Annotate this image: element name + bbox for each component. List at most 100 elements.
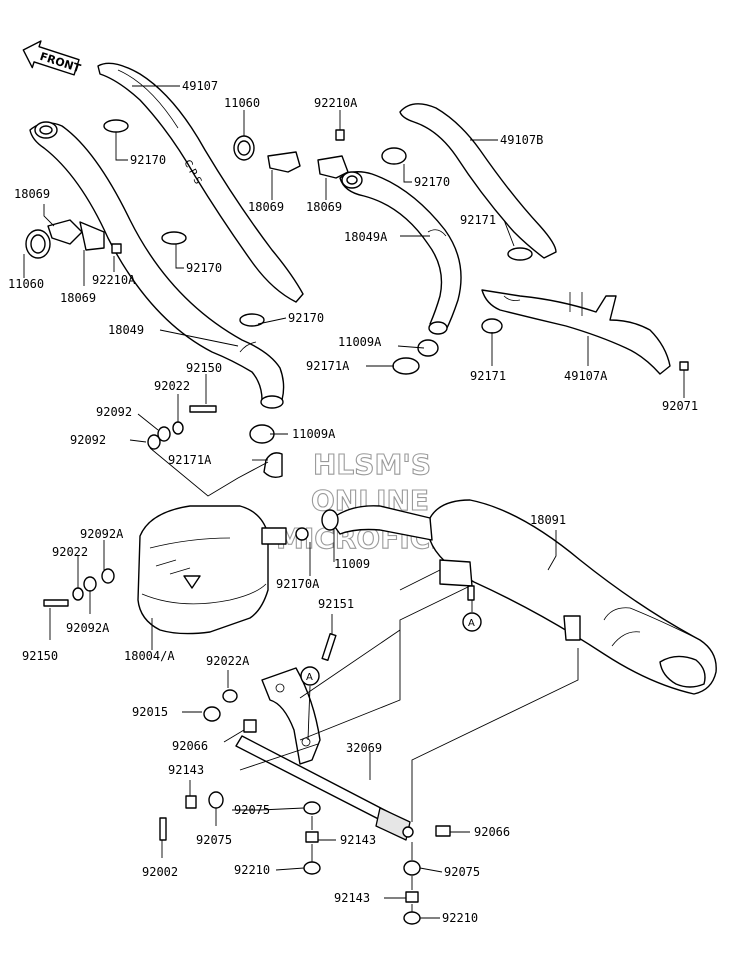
- leader-lines: [23, 85, 685, 919]
- clamp-92170-b: [161, 231, 187, 245]
- callout-92092-b: 92092: [70, 433, 106, 447]
- flange-18069-left2: [79, 221, 105, 251]
- bolt-92002: [159, 817, 167, 841]
- ref-mark-a-lower: A: [462, 612, 482, 632]
- clamp-92171A-mid: [263, 452, 283, 479]
- callout-labels: 49107 11060 92210A 49107B 92170 18069 18…: [8, 79, 698, 925]
- clamp-92171A-top: [392, 357, 420, 375]
- gasket-11009: [321, 509, 339, 531]
- watermark-line-1: HLSM'S: [313, 448, 431, 481]
- callout-92170A: 92170A: [276, 577, 320, 591]
- bolt-92151: [321, 633, 337, 661]
- hardware-parts: [25, 119, 689, 925]
- clamp-92171-top: [507, 247, 533, 261]
- nut-92210A-left: [111, 243, 122, 254]
- callout-92171A-mid: 92171A: [168, 453, 212, 467]
- grommet-92092A-a: [101, 568, 115, 584]
- ref-mark-a-upper-label: A: [306, 672, 313, 683]
- callout-92143-b: 92143: [340, 833, 376, 847]
- callout-92170-b: 92170: [186, 261, 222, 275]
- grommet-92075-mid: [303, 801, 321, 815]
- callout-92092A-a: 92092A: [80, 527, 124, 541]
- callout-92075-right: 92075: [444, 865, 480, 879]
- callout-32069: 32069: [346, 741, 382, 755]
- callout-92150-left: 92150: [22, 649, 58, 663]
- callout-92066-left: 92066: [172, 739, 208, 753]
- bolt-muffler-mount: [467, 585, 475, 601]
- callout-92143-c: 92143: [334, 891, 370, 905]
- nut-92210A-top: [335, 129, 345, 141]
- callout-11060-top: 11060: [224, 96, 260, 110]
- clamp-92171: [481, 318, 503, 334]
- callout-49107: 49107: [182, 79, 218, 93]
- silencer-18004A[interactable]: [137, 505, 287, 635]
- callout-18069-b: 18069: [306, 200, 342, 214]
- collar-92143-c: [405, 891, 419, 903]
- washer-92022-top: [172, 421, 184, 435]
- nut-92210-b: [403, 911, 421, 925]
- callout-92210-b: 92210: [442, 911, 478, 925]
- callout-11009A-top: 11009A: [338, 335, 382, 349]
- callout-92143-a: 92143: [168, 763, 204, 777]
- callout-92066-right: 92066: [474, 825, 510, 839]
- callout-92015: 92015: [132, 705, 168, 719]
- ref-mark-a-lower-label: A: [468, 618, 475, 629]
- grommet-92075-left: [208, 791, 224, 809]
- callout-92171A-top: 92171A: [306, 359, 350, 373]
- callout-11009A-mid: 11009A: [292, 427, 336, 441]
- ref-mark-a-upper: A: [300, 666, 320, 686]
- callout-92210-a: 92210: [234, 863, 270, 877]
- exhaust-pipe-18049A[interactable]: [339, 171, 462, 335]
- callout-92170-right: 92170: [414, 175, 450, 189]
- muffler-18091[interactable]: [329, 499, 717, 695]
- mounting-bracket[interactable]: [261, 667, 321, 765]
- washer-92022A: [222, 689, 238, 703]
- callout-92092A-b: 92092A: [66, 621, 110, 635]
- washer-92022-left: [72, 587, 84, 601]
- clamp-92170-right: [381, 147, 407, 165]
- collar-92143-b: [305, 831, 319, 843]
- callout-18069-left2: 18069: [60, 291, 96, 305]
- callout-92210A-left: 92210A: [92, 273, 136, 287]
- callout-11009: 11009: [334, 557, 370, 571]
- bolt-92150-top: [189, 405, 217, 413]
- flange-18069-a: [267, 151, 301, 173]
- exhaust-pipe-18049[interactable]: [29, 121, 285, 409]
- callout-92075-mid: 92075: [234, 803, 270, 817]
- callout-92171-top: 92171: [460, 213, 496, 227]
- collar-92066-right: [435, 825, 451, 837]
- grommet-92092A-b: [83, 576, 97, 592]
- heat-cover-49107A[interactable]: [481, 289, 671, 375]
- flange-18069-b: [317, 155, 349, 179]
- grommet-92075-right: [403, 860, 421, 876]
- callout-92171: 92171: [470, 369, 506, 383]
- callout-92002: 92002: [142, 865, 178, 879]
- grommet-92092-a: [157, 426, 171, 442]
- callout-92151: 92151: [318, 597, 354, 611]
- callout-92022-left: 92022: [52, 545, 88, 559]
- callout-49107B: 49107B: [500, 133, 543, 147]
- callout-11060-left: 11060: [8, 277, 44, 291]
- collar-92143-a: [185, 795, 197, 809]
- callout-92170-c: 92170: [288, 311, 324, 325]
- callout-18069-left: 18069: [14, 187, 50, 201]
- clamp-92170-a: [103, 119, 129, 133]
- mounting-rod-32069[interactable]: [235, 735, 414, 841]
- nut-92210-a: [303, 861, 321, 875]
- callout-92075-left: 92075: [196, 833, 232, 847]
- grommet-92092-b: [147, 434, 161, 450]
- callout-92022A: 92022A: [206, 654, 250, 668]
- callout-92170-a: 92170: [130, 153, 166, 167]
- nut-92015: [203, 706, 221, 722]
- clamp-92170A: [295, 527, 309, 541]
- callout-92150-top: 92150: [186, 361, 222, 375]
- callout-18049: 18049: [108, 323, 144, 337]
- nut-92071: [679, 361, 689, 371]
- callout-49107A: 49107A: [564, 369, 608, 383]
- callout-92210A-top: 92210A: [314, 96, 358, 110]
- callout-18004A: 18004/A: [124, 649, 175, 663]
- callout-92092-a: 92092: [96, 405, 132, 419]
- heat-cover-49107B[interactable]: [399, 103, 557, 259]
- callout-18069-a: 18069: [248, 200, 284, 214]
